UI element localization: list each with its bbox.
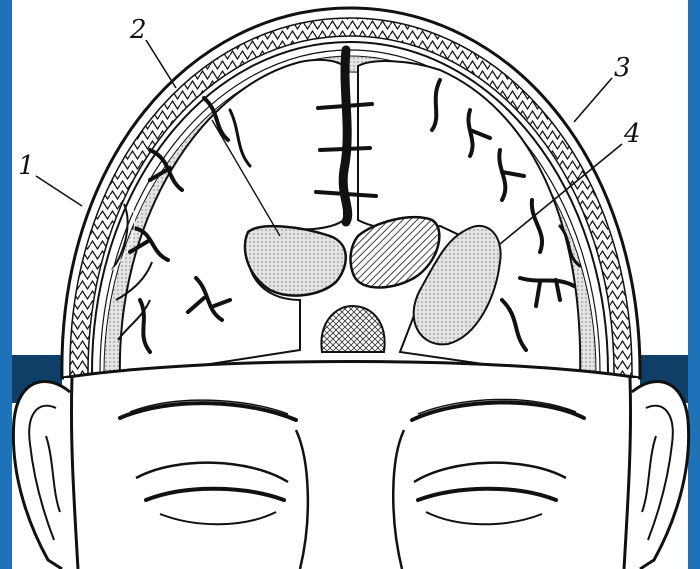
callout-2: 2: [129, 15, 147, 45]
right-edge: [688, 0, 700, 569]
callout-4: 4: [623, 119, 641, 149]
face: [13, 362, 688, 569]
callout-1: 1: [18, 151, 35, 181]
left-edge: [0, 0, 12, 569]
callout-3: 3: [614, 53, 631, 83]
